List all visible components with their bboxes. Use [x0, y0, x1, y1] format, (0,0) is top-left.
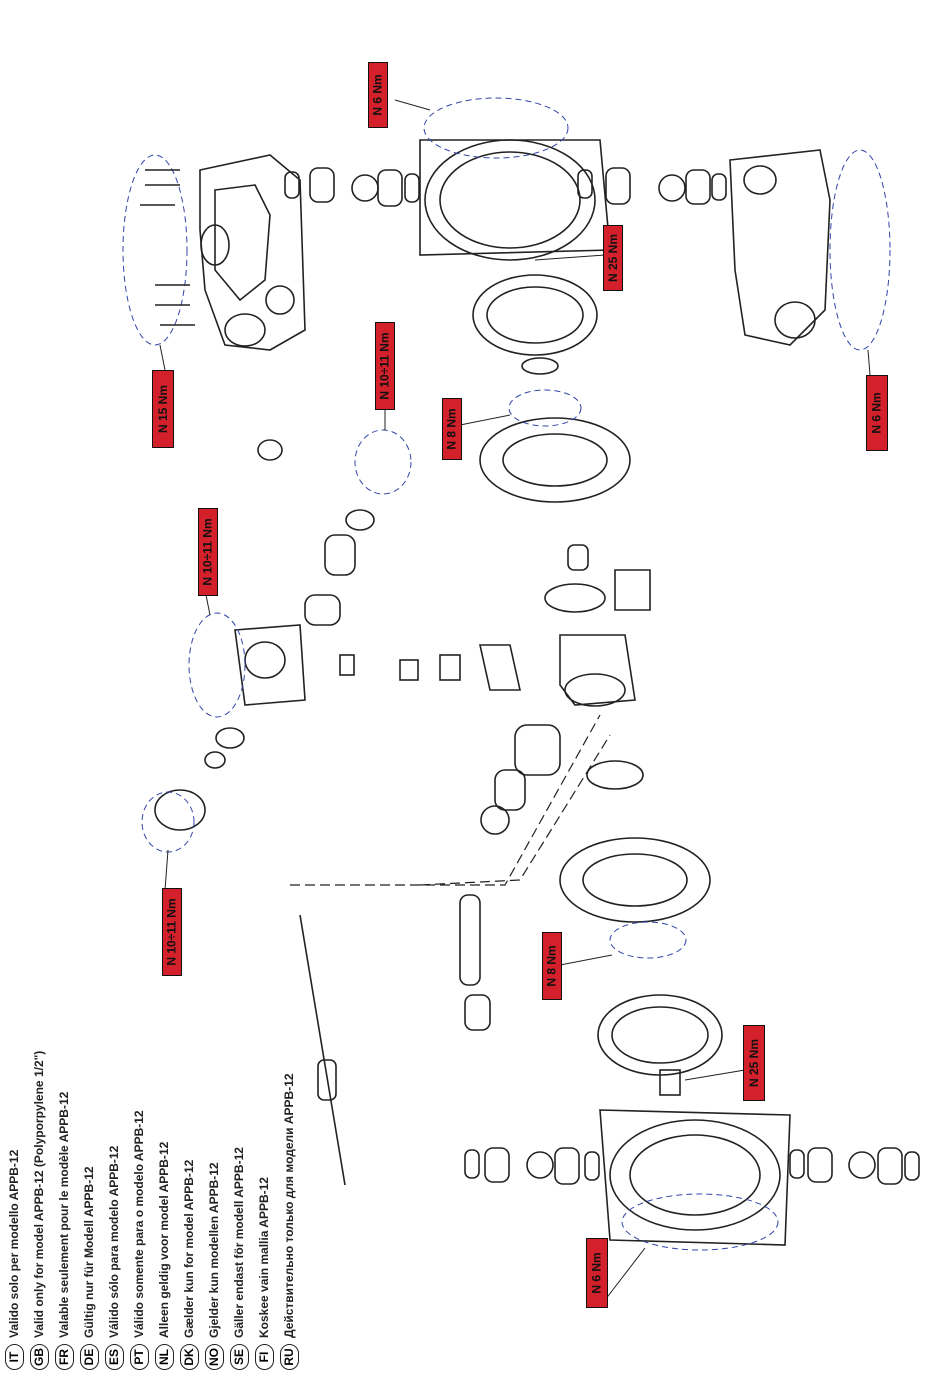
center-body [559, 544, 636, 707]
torque-label-n10-11-c: N 10÷11 Nm [162, 888, 182, 976]
language-legend: IT Valido solo per modello APPB-12 GB Vali… [0, 930, 300, 1370]
pilot-valve-left [154, 727, 245, 831]
lang-code-badge: ES [104, 1344, 124, 1370]
legend-text: Gælder kun for model APPB-12 [182, 1159, 196, 1338]
legend-text: Gültig nur für Modell APPB-12 [82, 1166, 96, 1338]
legend-row-nl: NL Alleen geldig voor model APPB-12 [152, 1142, 176, 1370]
lang-code-badge: PT [129, 1344, 149, 1370]
legend-row-fr: FR Valable seulement pour le modèle APPB-… [52, 1092, 76, 1370]
upper-right-manifold [729, 149, 831, 346]
torque-label-n8-bottom: N 8 Nm [542, 932, 562, 1000]
air-plate-bottom [559, 837, 711, 923]
legend-row-fi: FI Koskee vain mallia APPB-12 [252, 1177, 276, 1370]
torque-label-n25-bottom: N 25 Nm [743, 1025, 765, 1101]
legend-row-ru: RU Действительно только для модели APPB-1… [277, 1073, 301, 1370]
legend-text: Gäller endast för modell APPB-12 [232, 1147, 246, 1338]
legend-text: Alleen geldig voor model APPB-12 [157, 1141, 171, 1338]
legend-row-es: ES Válido sólo para modelo APPB-12 [102, 1146, 126, 1370]
legend-text: Gjelder kun modellen APPB-12 [207, 1162, 221, 1338]
seat-ball-row-top [284, 167, 727, 207]
air-plate-top [479, 417, 631, 503]
lang-code-badge: NO [204, 1344, 224, 1370]
lang-code-badge: FR [54, 1344, 74, 1370]
lang-code-badge: GB [29, 1344, 49, 1370]
legend-row-it: IT Valido solo per modello APPB-12 [2, 1150, 26, 1370]
lang-code-badge: DK [179, 1344, 199, 1370]
legend-row-no: NO Gjelder kun modellen APPB-12 [202, 1162, 226, 1370]
gaskets-middle [544, 569, 651, 790]
legend-text: Válido sólo para modelo APPB-12 [107, 1145, 121, 1338]
torque-label-n6-top: N 6 Nm [368, 62, 388, 128]
torque-label-n6-bottom: N 6 Nm [586, 1238, 608, 1308]
legend-text: Válido somente para o modelo APPB-12 [132, 1110, 146, 1338]
torque-label-n25-top: N 25 Nm [603, 225, 623, 291]
legend-row-gb: GB Valid only for model APPB-12 (Polyporp… [27, 1051, 51, 1370]
seat-ball-row-bottom [464, 1147, 920, 1185]
lang-code-badge: NL [154, 1344, 174, 1370]
legend-text: Valid only for model APPB-12 (Polyporpyl… [32, 1050, 46, 1338]
torque-label-n15: N 15 Nm [152, 370, 174, 448]
lower-fluid-cover [599, 1109, 791, 1246]
lang-code-badge: FI [254, 1344, 274, 1370]
legend-row-se: SE Gäller endast för modell APPB-12 [227, 1147, 251, 1370]
upper-left-manifold [199, 154, 306, 351]
torque-label-n8-top: N 8 Nm [442, 398, 462, 460]
legend-row-dk: DK Gælder kun for model APPB-12 [177, 1160, 201, 1370]
legend-text: Valable seulement pour le modèle APPB-12 [57, 1091, 71, 1338]
lang-code-badge: IT [4, 1344, 24, 1370]
upper-fluid-cover [419, 139, 611, 261]
bolts-left [140, 169, 195, 326]
spool-stack [257, 439, 521, 691]
lang-code-badge: SE [229, 1344, 249, 1370]
legend-text: Koskee vain mallia APPB-12 [257, 1177, 271, 1338]
legend-text: Действительно только для модели APPB-12 [282, 1073, 296, 1338]
lang-code-badge: DE [79, 1344, 99, 1370]
spring-shaft [299, 894, 491, 1186]
legend-row-de: DE Gültig nur für Modell APPB-12 [77, 1166, 101, 1370]
bolt-group-outline [122, 154, 188, 346]
diaphragm-bottom [597, 994, 723, 1096]
legend-row-pt: PT Válido somente para o modelo APPB-12 [127, 1110, 151, 1370]
lower-cylinder [480, 724, 561, 835]
diaphragm-top [472, 274, 598, 375]
dash-link [290, 714, 601, 886]
torque-label-n6-right: N 6 Nm [866, 375, 888, 451]
legend-text: Valido solo per modello APPB-12 [7, 1149, 21, 1338]
lang-code-badge: RU [279, 1344, 299, 1370]
torque-label-n10-11-b: N 10÷11 Nm [198, 508, 218, 596]
torque-label-n10-11-a: N 10÷11 Nm [375, 322, 395, 410]
